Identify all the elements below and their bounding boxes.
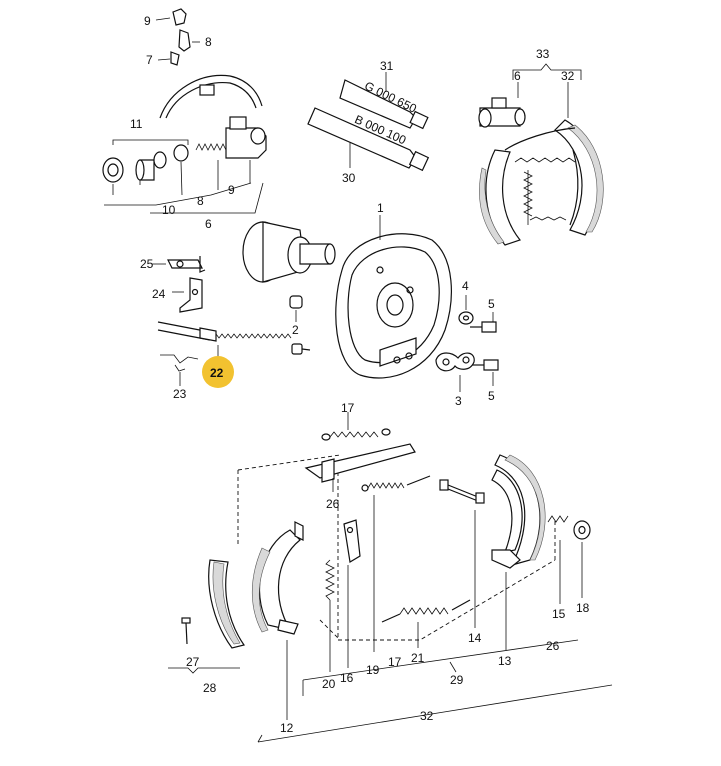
callout-17-top: 17 xyxy=(341,401,355,415)
callout-26-strut: 26 xyxy=(326,497,340,511)
callout-2: 2 xyxy=(292,323,299,337)
handbrake-cable-group xyxy=(152,256,311,386)
part-8-bleeder-screw xyxy=(178,29,191,52)
callout-10: 10 xyxy=(162,203,176,217)
callout-27: 27 xyxy=(186,655,200,669)
callout-22: 22 xyxy=(210,366,224,380)
exploded-shoe-group xyxy=(168,412,613,743)
callout-1: 1 xyxy=(377,201,384,215)
callout-16: 16 xyxy=(340,671,354,685)
callout-4: 4 xyxy=(462,279,469,293)
callout-11: 11 xyxy=(130,117,143,131)
part-9-bleeder-cap xyxy=(172,8,187,26)
part-19-spring xyxy=(367,482,405,489)
callout-17-bottom: 17 xyxy=(388,655,402,669)
callout-5-upper: 5 xyxy=(488,297,495,311)
part-24-bracket xyxy=(179,277,203,313)
part-11-cup xyxy=(173,144,189,162)
callout-19: 19 xyxy=(366,663,380,677)
part-11-seal xyxy=(102,157,124,183)
callout-29: 29 xyxy=(450,673,464,687)
callout-33: 33 xyxy=(536,47,550,61)
callout-7: 7 xyxy=(146,53,153,67)
callout-25: 25 xyxy=(140,257,154,271)
callout-6-right: 6 xyxy=(514,69,521,83)
part-16-lever xyxy=(343,519,361,563)
callout-21: 21 xyxy=(411,651,425,665)
part-14-pin-head xyxy=(439,479,449,491)
part-15-spring xyxy=(547,515,569,523)
grease-tubes: G 000 650 B 000 100 xyxy=(307,72,430,172)
callout-32-top: 32 xyxy=(561,69,575,83)
callout-26-bracket: 26 xyxy=(546,639,560,653)
callout-6-left: 6 xyxy=(205,217,212,231)
part-12-shoe xyxy=(258,529,301,631)
part-5-bolt-lower xyxy=(483,359,499,371)
callout-24: 24 xyxy=(152,287,166,301)
part-18-cup xyxy=(573,520,591,540)
callout-20: 20 xyxy=(322,677,336,691)
callout-8-top: 8 xyxy=(205,35,212,49)
callout-8-bottom: 8 xyxy=(197,194,204,208)
part-17-top-spring xyxy=(329,431,379,438)
callout-3: 3 xyxy=(455,394,462,408)
part-25-clip xyxy=(167,259,203,269)
callout-9-bottom: 9 xyxy=(228,183,235,197)
callout-labels: 9 8 7 11 10 8 9 6 31 30 33 6 32 1 25 24 … xyxy=(130,14,590,735)
callout-23: 23 xyxy=(173,387,187,401)
kit-left-shoe xyxy=(485,149,522,246)
part-2 xyxy=(289,295,303,309)
callout-28: 28 xyxy=(203,681,217,695)
part-5-bolt-upper xyxy=(481,321,497,333)
part-4-washer xyxy=(458,311,474,325)
callout-18: 18 xyxy=(576,601,590,615)
brake-backing-plate xyxy=(335,233,452,379)
callout-9-top: 9 xyxy=(144,14,151,28)
shoe-kit-assembly xyxy=(478,63,604,246)
callout-13: 13 xyxy=(498,654,512,668)
callout-15: 15 xyxy=(552,607,566,621)
wheel-cylinder-group xyxy=(102,8,267,214)
part-22-cable-coil xyxy=(215,333,292,339)
part-27-pin xyxy=(181,617,191,624)
callout-14: 14 xyxy=(468,631,482,645)
callout-5-lower: 5 xyxy=(488,389,495,403)
callout-12: 12 xyxy=(280,721,294,735)
callout-32-bottom: 32 xyxy=(420,709,434,723)
kit-lower-spring xyxy=(529,216,567,221)
brake-line-curve xyxy=(159,74,263,119)
callout-30: 30 xyxy=(342,171,356,185)
highlight-marker-22 xyxy=(202,356,234,388)
hub-backplate-group xyxy=(242,215,499,392)
kit-upper-spring xyxy=(514,157,576,163)
part-20-spring xyxy=(325,559,335,601)
part-7 xyxy=(170,51,180,66)
part-21-spring xyxy=(399,607,449,615)
callout-31: 31 xyxy=(380,59,394,73)
